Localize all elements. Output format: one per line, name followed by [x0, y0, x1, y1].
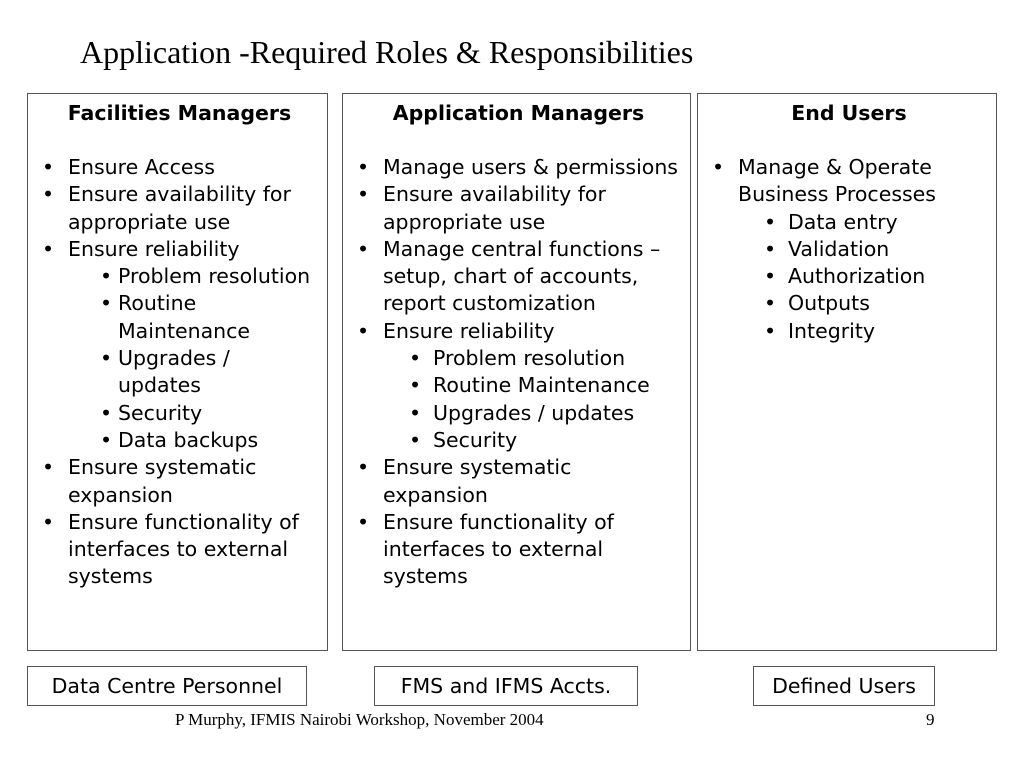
sub-list-item: •Problem resolution: [355, 345, 682, 372]
list-item: •Ensure systematic expansion: [357, 455, 572, 507]
fms-ifms-accts-label: FMS and IFMS Accts.: [374, 666, 638, 706]
responsibility-list: •Manage users & permissions •Ensure avai…: [355, 154, 682, 345]
list-item: •Ensure functionality of interfaces to e…: [42, 509, 299, 589]
sub-list-item: •Validation: [710, 236, 988, 263]
sub-list-item: •Data backups: [40, 427, 319, 454]
bullet-icon: •: [100, 400, 113, 425]
list-item: •Ensure reliability: [355, 318, 682, 345]
list-item: •Ensure availability for appropriate use: [42, 182, 291, 234]
bullet-icon: •: [42, 509, 55, 534]
box-header: End Users: [791, 101, 907, 125]
sub-list-item: •Integrity: [710, 318, 988, 345]
sub-list-item: •Routine Maintenance: [100, 291, 251, 343]
list-item: •Ensure systematic expansion: [42, 455, 257, 507]
sub-list-item: •Upgrades / updates: [355, 400, 682, 427]
bullet-icon: •: [409, 346, 422, 371]
bullet-icon: •: [409, 427, 422, 452]
bullet-icon: •: [100, 264, 113, 289]
sub-list: •Data entry •Validation •Authorization •…: [710, 209, 988, 345]
slide-footer: P Murphy, IFMIS Nairobi Workshop, Novemb…: [175, 710, 544, 729]
bullet-icon: •: [100, 291, 113, 316]
bullet-icon: •: [357, 155, 370, 179]
responsibility-list: •Ensure systematic expansion •Ensure fun…: [355, 454, 682, 590]
sub-list-item: •Security: [40, 400, 319, 427]
bullet-icon: •: [357, 318, 370, 343]
sub-list-item: •Routine Maintenance: [355, 372, 682, 399]
sub-list: •Problem resolution •Routine Maintenance…: [40, 263, 319, 454]
list-item: •Manage & Operate Business Processes: [712, 155, 936, 207]
bullet-icon: •: [42, 236, 55, 261]
sub-list-item: •Data entry: [710, 209, 988, 236]
facilities-managers-box: Facilities Managers •Ensure Access •Ensu…: [27, 93, 328, 651]
sub-list-item: •Upgrades / updates: [100, 346, 230, 398]
list-item: •Ensure Access: [40, 154, 319, 181]
application-managers-box: Application Managers •Manage users & per…: [342, 93, 691, 651]
bullet-icon: •: [764, 264, 777, 289]
list-item: •Ensure availability for appropriate use: [357, 182, 606, 234]
list-item: •Ensure reliability: [40, 236, 319, 263]
responsibility-list: •Ensure Access •Ensure availability for …: [40, 154, 319, 263]
box-header: Application Managers: [392, 101, 645, 125]
bullet-icon: •: [357, 182, 370, 207]
sub-list-item: •Authorization: [710, 263, 988, 290]
sub-list: •Problem resolution •Routine Maintenance…: [355, 345, 682, 454]
box-header: Facilities Managers: [67, 101, 292, 125]
sub-list-item: •Problem resolution: [40, 263, 319, 290]
bullet-icon: •: [357, 509, 370, 534]
bullet-icon: •: [42, 455, 55, 480]
list-item: •Manage central functions – setup, chart…: [357, 236, 661, 316]
list-item: •Manage users & permissions: [355, 154, 682, 181]
bullet-icon: •: [100, 427, 113, 452]
defined-users-label: Defined Users: [753, 666, 935, 706]
page-number: 9: [926, 710, 935, 729]
sub-list-item: •Outputs: [710, 290, 988, 317]
bullet-icon: •: [764, 318, 777, 343]
bullet-icon: •: [764, 236, 777, 261]
list-item: •Ensure functionality of interfaces to e…: [357, 509, 614, 589]
bullet-icon: •: [764, 291, 777, 316]
bullet-icon: •: [357, 455, 370, 480]
bullet-icon: •: [357, 236, 370, 261]
bullet-icon: •: [712, 155, 725, 179]
bullet-icon: •: [42, 155, 55, 179]
responsibility-list: •Ensure systematic expansion •Ensure fun…: [40, 454, 319, 590]
data-centre-personnel-label: Data Centre Personnel: [27, 666, 307, 706]
bullet-icon: •: [409, 373, 422, 398]
end-users-box: End Users •Manage & Operate Business Pro…: [697, 93, 997, 651]
bullet-icon: •: [409, 400, 422, 425]
sub-list-item: •Security: [355, 427, 682, 454]
bullet-icon: •: [764, 209, 777, 234]
responsibility-list: •Manage & Operate Business Processes: [710, 154, 988, 209]
bullet-icon: •: [42, 182, 55, 207]
bullet-icon: •: [100, 346, 113, 371]
slide-title: Application -Required Roles & Responsibi…: [80, 34, 694, 70]
